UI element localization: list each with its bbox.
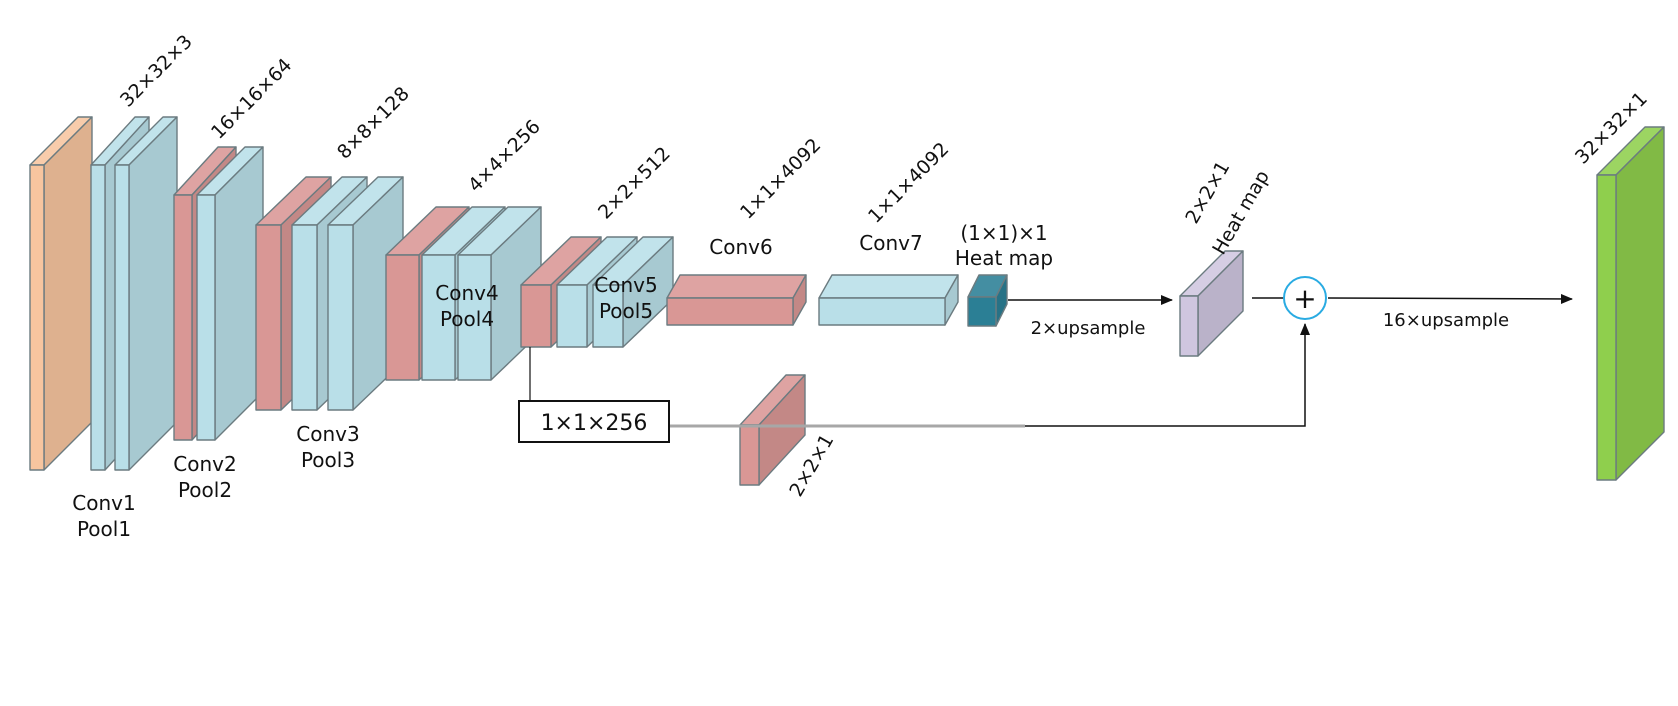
conv7-dim-label: 1×1×4092	[864, 138, 953, 227]
conv5-block-b-face	[592, 284, 624, 348]
heatmap-2x2-block-face	[1179, 295, 1199, 357]
skip-dim-box	[518, 400, 670, 443]
output-block-face	[1615, 126, 1665, 481]
conv5-block-a-face	[556, 284, 588, 348]
connector-lines: + 1×1×256	[518, 276, 1573, 443]
conv3-label: Conv3	[296, 422, 359, 446]
conv2-block-face	[196, 194, 216, 441]
pool2-label: Pool2	[178, 478, 232, 502]
sum-circle	[1283, 276, 1327, 320]
conv1-label: Conv1	[72, 491, 135, 515]
pool5-label: Pool5	[599, 299, 653, 323]
stage2-dim-label: 16×16×64	[207, 54, 296, 143]
conv3-block-b-face	[327, 224, 354, 411]
conv1-block-b-face	[128, 116, 178, 471]
heatmap-1x1-dim-label: (1×1)×1	[960, 221, 1047, 245]
heatmap-1x1-block-face	[967, 296, 997, 327]
conv7-block-face	[818, 297, 946, 326]
conv7-label: Conv7	[859, 231, 922, 255]
input-image-block-face	[29, 164, 45, 471]
skip-dim-box-label: 1×1×256	[541, 411, 648, 436]
stage4-dim-label: 4×4×256	[464, 116, 545, 197]
layer-blocks	[29, 116, 1665, 486]
input-dim-label: 32×32×3	[116, 31, 197, 112]
output-block-face	[1596, 174, 1617, 481]
conv6-block-face	[666, 274, 807, 299]
layer-labels: Conv1 Pool1 Conv2 Pool2 Conv3 Pool3 Conv…	[72, 221, 1509, 541]
skip-arrow-to-sum	[1025, 323, 1310, 427]
skip-2x2x1-block-face	[739, 424, 760, 486]
stage5-dim-label: 2×2×512	[594, 143, 675, 224]
conv4-block-a-face	[421, 254, 456, 381]
pool4-block-face	[520, 284, 552, 348]
stage3-dim-label: 8×8×128	[333, 83, 414, 164]
upsample16-label: 16×upsample	[1383, 310, 1509, 331]
conv6-block	[666, 274, 807, 326]
input-image-block	[29, 116, 93, 471]
conv2-label: Conv2	[173, 452, 236, 476]
arrow-to-output	[1327, 293, 1573, 304]
conv3-block-b	[327, 176, 404, 411]
conv1-block-b-face	[114, 164, 130, 471]
conv7-block	[818, 274, 959, 326]
conv6-dim-label: 1×1×4092	[736, 134, 825, 223]
upsample2-label: 2×upsample	[1031, 318, 1146, 339]
conv5-label: Conv5	[594, 273, 657, 297]
conv6-block-face	[666, 297, 794, 326]
conv4-block-b-face	[457, 254, 492, 381]
conv4-label: Conv4	[435, 281, 498, 305]
heatmap-1x1-name-label: Heat map	[955, 246, 1053, 270]
pool1-block-face	[173, 194, 193, 441]
skip-2x2x1-block	[739, 374, 806, 486]
conv1-block-b	[114, 116, 178, 471]
pool3-block-face	[385, 254, 420, 381]
sum-plus-sign: +	[1293, 282, 1316, 315]
output-block	[1596, 126, 1665, 481]
input-image-block-face	[43, 116, 93, 471]
heatmap-2x2-block	[1179, 250, 1244, 357]
pool4-label: Pool4	[440, 307, 494, 331]
pool1-label: Pool1	[77, 517, 131, 541]
conv2-block	[196, 146, 264, 441]
pool2-block-face	[255, 224, 282, 411]
conv1-block-a-face	[90, 164, 106, 471]
conv3-block-a-face	[291, 224, 318, 411]
heatmap-1x1-block	[967, 274, 1008, 327]
pool3-label: Pool3	[301, 448, 355, 472]
conv6-label: Conv6	[709, 235, 772, 259]
conv7-block-face	[818, 274, 959, 299]
